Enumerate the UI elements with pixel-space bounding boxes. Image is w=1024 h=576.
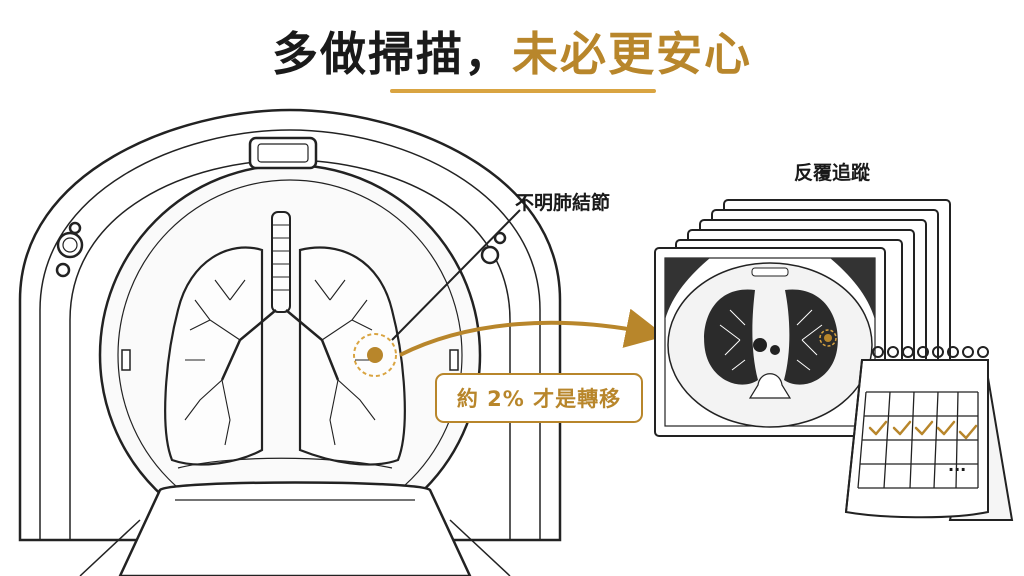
followup-label: 反覆追蹤 bbox=[794, 162, 871, 184]
control-button bbox=[56, 231, 84, 259]
calendar-grid bbox=[857, 391, 979, 489]
right-lung bbox=[298, 246, 406, 466]
title-underline bbox=[390, 89, 656, 93]
control-button bbox=[68, 221, 82, 235]
control-button bbox=[493, 231, 507, 245]
patient-table bbox=[79, 481, 511, 576]
calendar-checkmarks bbox=[868, 420, 978, 440]
gantry-inner-ring bbox=[39, 129, 541, 540]
ct-spine bbox=[748, 373, 792, 399]
flow-arrow bbox=[399, 308, 666, 357]
control-button bbox=[55, 262, 71, 278]
page-title: 多做掃描，未必更安心 bbox=[0, 18, 1024, 84]
calendar bbox=[844, 346, 1014, 521]
ct-vessels bbox=[719, 309, 823, 371]
nodule-label: 不明肺結節 bbox=[515, 192, 611, 214]
scan-stack bbox=[654, 199, 951, 437]
calendar-ellipsis: ... bbox=[948, 456, 967, 475]
lungs bbox=[164, 211, 406, 469]
calendar-rings bbox=[872, 346, 989, 358]
calendar-page bbox=[844, 359, 989, 519]
left-lung bbox=[164, 246, 264, 466]
nodule-marker bbox=[353, 333, 397, 377]
diaphragm-line bbox=[177, 457, 393, 469]
metastasis-callout: 約 2% 才是轉移 bbox=[435, 373, 643, 423]
gantry-slot bbox=[449, 349, 459, 371]
title-part-2: 未必更安心 bbox=[512, 27, 752, 81]
title-part-1: 多做掃描， bbox=[272, 27, 512, 81]
bronchial-branches bbox=[184, 279, 376, 446]
gantry-slot bbox=[121, 349, 131, 371]
nodule-leader-line bbox=[391, 209, 521, 341]
gantry-window bbox=[248, 136, 318, 170]
trachea bbox=[271, 211, 291, 313]
control-button bbox=[480, 245, 500, 265]
ct-body bbox=[667, 262, 873, 428]
